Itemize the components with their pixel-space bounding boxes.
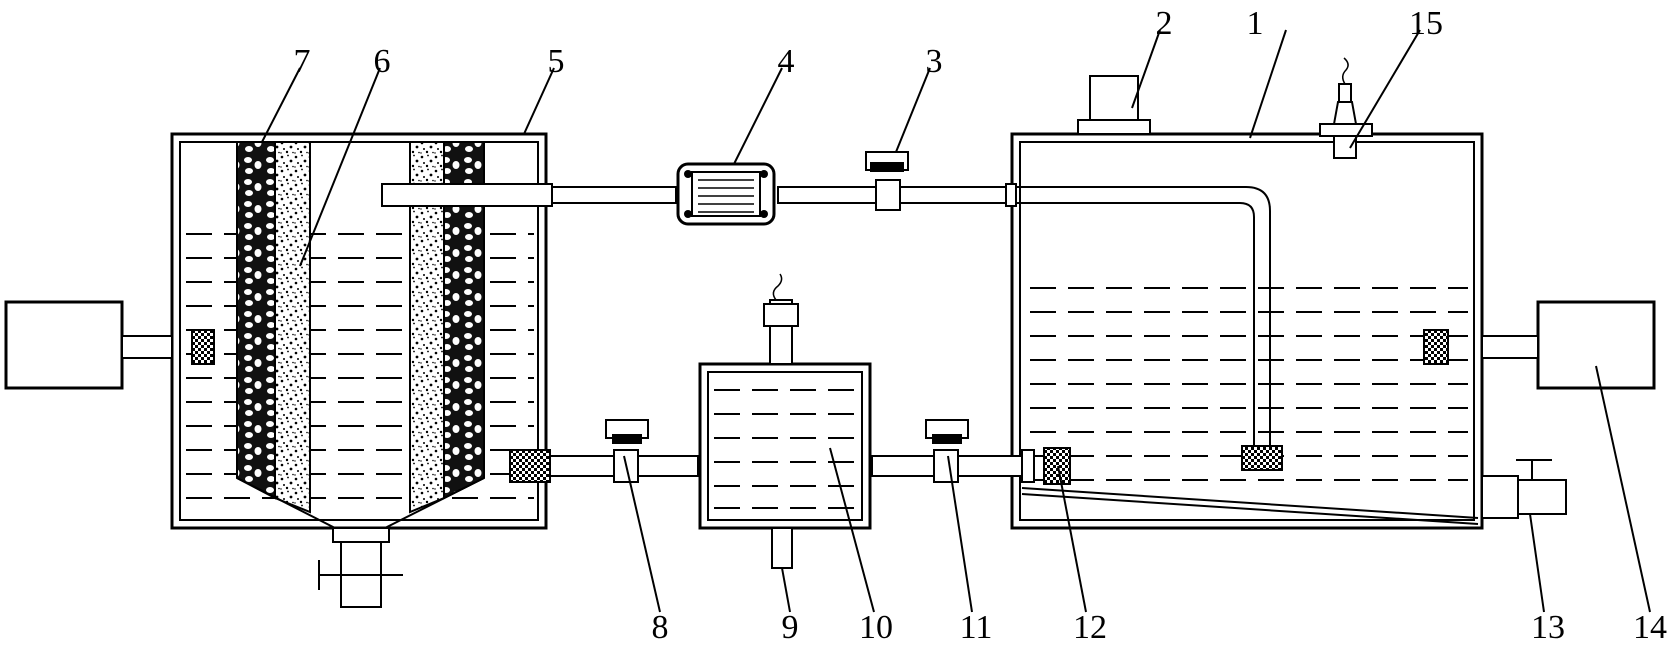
callout-9: 9 <box>782 609 799 646</box>
funnel-bottom <box>236 477 485 529</box>
suction-mesh <box>1241 445 1283 471</box>
bottom-pipe <box>509 447 1071 485</box>
sand-layer <box>274 141 445 514</box>
top-device <box>1077 75 1151 135</box>
callout-10: 10 <box>859 609 893 646</box>
callout-labels: 1 2 3 4 5 6 7 8 9 10 11 12 13 14 15 <box>294 5 1668 646</box>
right-tank-water-lines <box>1030 287 1468 481</box>
top-pipe <box>381 183 1271 445</box>
sloped-bottom <box>1021 487 1479 525</box>
callout-8: 8 <box>652 609 669 646</box>
callout-15: 15 <box>1409 5 1443 42</box>
callout-2: 2 <box>1156 5 1173 42</box>
callout-5: 5 <box>548 43 565 80</box>
level-sensor <box>1319 57 1373 159</box>
left-outer-box <box>4 300 215 390</box>
middle-tank <box>698 273 872 569</box>
callout-6: 6 <box>374 43 391 80</box>
callout-7: 7 <box>294 43 311 80</box>
callout-12: 12 <box>1073 609 1107 646</box>
leader-lines <box>261 29 1651 613</box>
bottom-drain-pipe <box>318 527 403 608</box>
callout-13: 13 <box>1531 609 1565 646</box>
callout-11: 11 <box>960 609 993 646</box>
callout-14: 14 <box>1633 609 1667 646</box>
top-valve <box>865 151 909 211</box>
callout-1: 1 <box>1247 5 1264 42</box>
right-sedimentation-tank <box>1010 132 1484 530</box>
drain-valve <box>1481 459 1567 519</box>
valve-11 <box>925 419 969 483</box>
right-outer-box <box>1423 300 1656 390</box>
callout-3: 3 <box>926 43 943 80</box>
callout-4: 4 <box>778 43 795 80</box>
pump <box>676 162 776 226</box>
